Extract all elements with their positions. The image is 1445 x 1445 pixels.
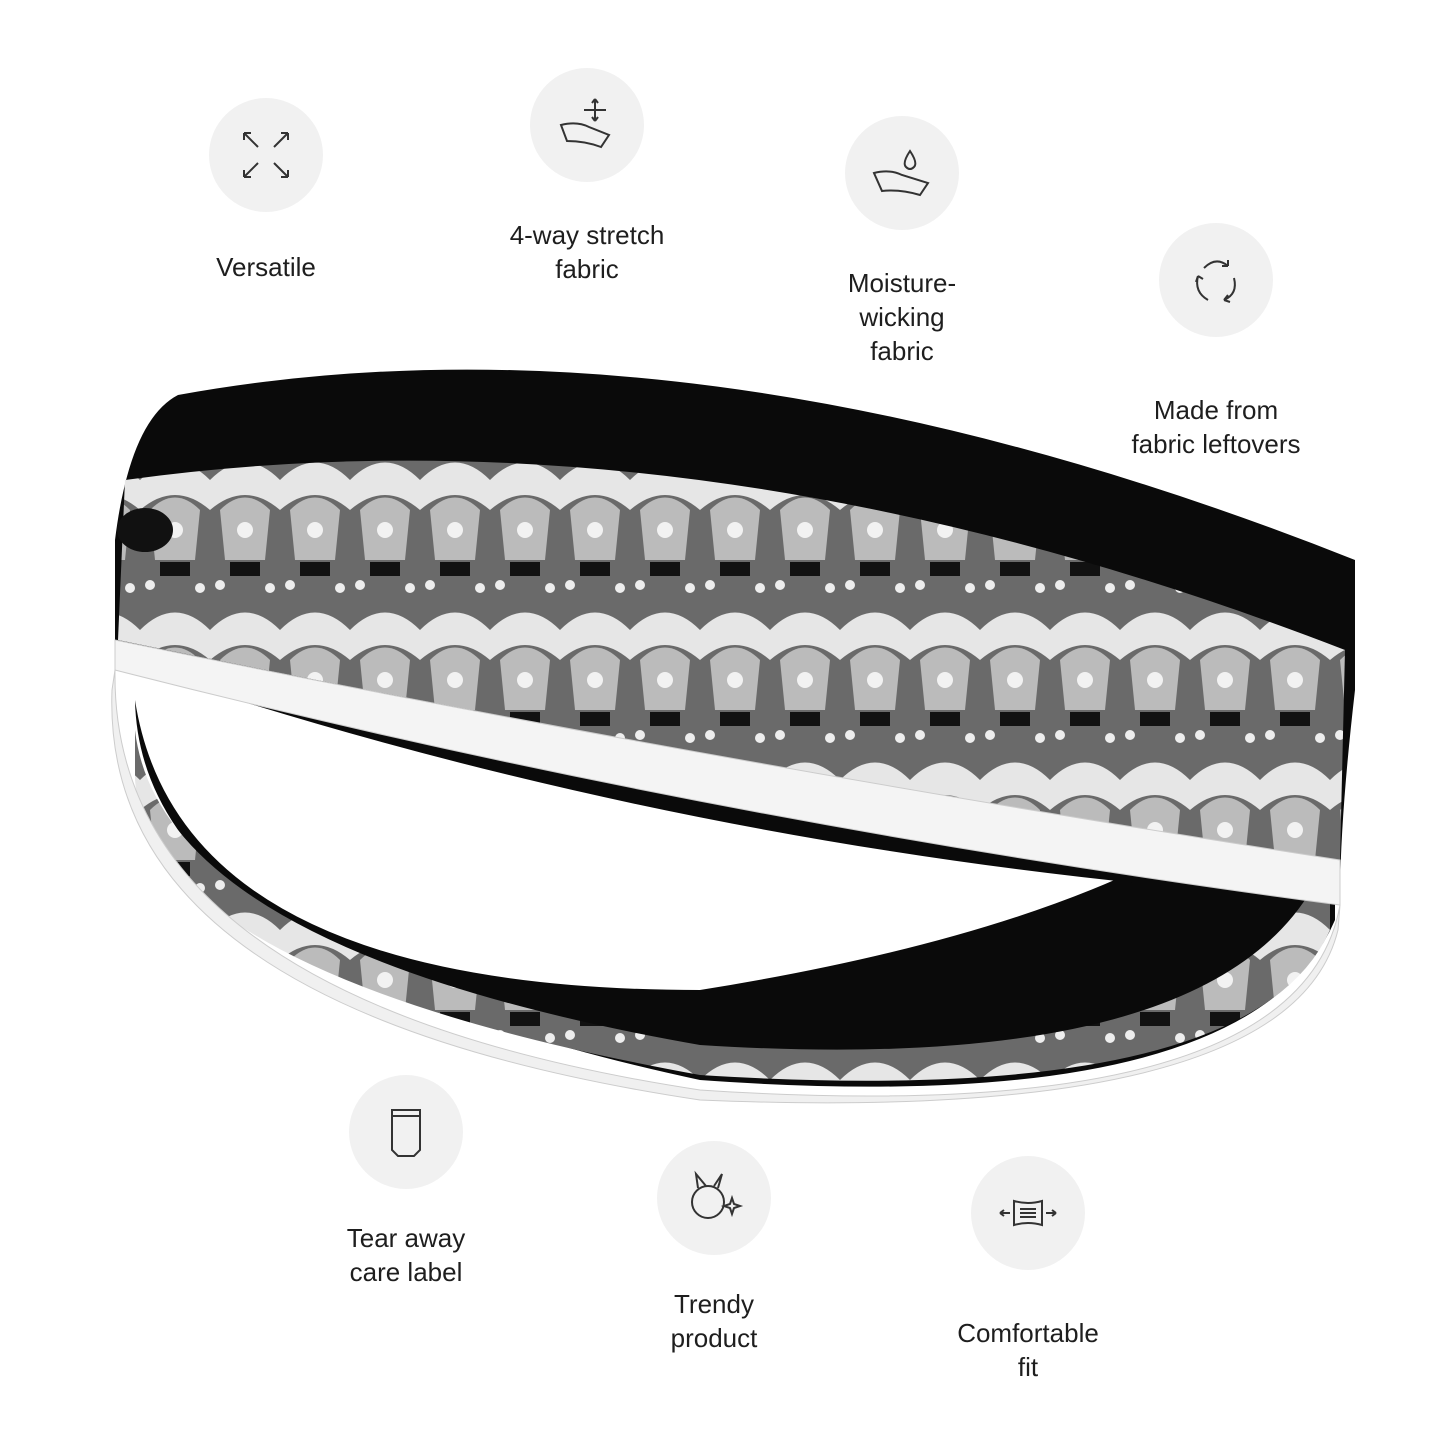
- bow-icon: [117, 508, 173, 552]
- feature-label: Made from: [1153, 395, 1279, 425]
- feature-comfortable-fit: Comfortable fit: [898, 1156, 1158, 1384]
- feature-label: fit: [1017, 1352, 1039, 1382]
- feature-label: Tear away: [346, 1223, 466, 1253]
- stretch-fabric-icon: [559, 98, 611, 149]
- feature-label: Versatile: [216, 252, 316, 282]
- feature-label: 4-way stretch: [509, 220, 665, 250]
- feature-label: care label: [349, 1257, 463, 1287]
- feature-made-from-leftovers: Made from fabric leftovers: [1086, 223, 1346, 461]
- feature-label: wicking: [859, 302, 945, 332]
- feature-tear-away-label: Tear away care label: [276, 1075, 536, 1289]
- comfort-fit-icon: [999, 1199, 1057, 1227]
- feature-versatile: Versatile: [136, 98, 396, 284]
- feature-label: fabric leftovers: [1131, 429, 1301, 459]
- feature-trendy-product: Trendy product: [584, 1141, 844, 1355]
- feature-label: fabric: [555, 254, 619, 284]
- care-label-icon: [391, 1109, 421, 1157]
- water-drop-fabric-icon: [872, 149, 930, 197]
- feature-moisture-wicking: Moisture-wicking fabric: [772, 116, 1032, 368]
- feature-4-way-stretch: 4-way stretch fabric: [457, 68, 717, 286]
- feature-label: Moisture-: [847, 268, 957, 298]
- feature-label: fabric: [870, 336, 934, 366]
- recycle-icon: [1195, 260, 1236, 303]
- trendy-icon: [691, 1170, 744, 1219]
- arrows-diagonal-icon: [243, 132, 289, 178]
- bottom-trim: [111, 669, 1341, 1104]
- feature-label: product: [670, 1323, 758, 1353]
- feature-label: Comfortable: [957, 1318, 1099, 1348]
- feature-label: Trendy: [674, 1289, 754, 1319]
